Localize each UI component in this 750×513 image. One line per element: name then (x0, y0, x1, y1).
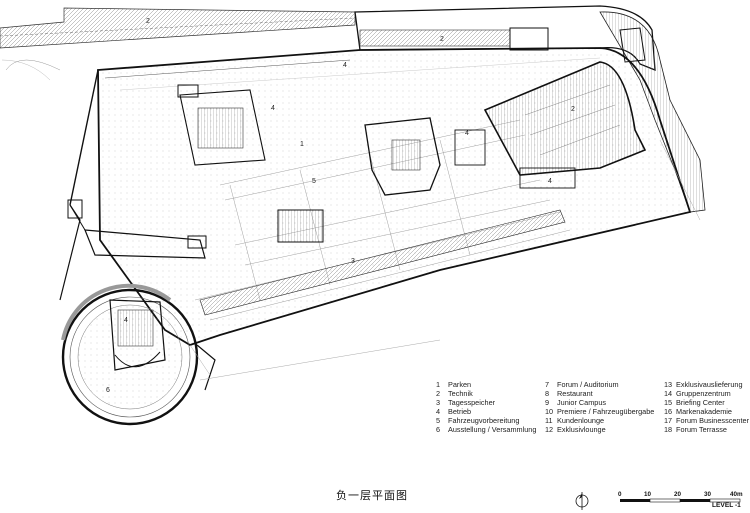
central-core (277, 117, 486, 243)
room-number: 4 (343, 62, 347, 69)
scale-tick-label: 30 (704, 491, 712, 498)
scale-tick-label: 0 (618, 491, 622, 498)
room-number: 1 (300, 141, 304, 148)
west-wedge (67, 199, 207, 259)
circular-forum (61, 283, 216, 426)
room-number: 3 (351, 258, 355, 265)
left-block (177, 84, 266, 166)
room-number: 4 (465, 130, 469, 137)
auditorium-block (483, 61, 647, 189)
room-number: 2 (571, 106, 575, 113)
room-labels: 2 2 4 4 4 2 5 4 3 4 6 1 (106, 18, 575, 394)
level-label: LEVEL -1 (712, 502, 741, 509)
room-number: 4 (548, 178, 552, 185)
room-number: 2 (146, 18, 150, 25)
north-arrow-icon (575, 492, 589, 510)
scale-tick-label: 10 (644, 491, 652, 498)
room-number: 6 (106, 387, 110, 394)
room-number: 5 (312, 178, 316, 185)
scale-bar (620, 498, 741, 503)
room-number: 4 (124, 317, 128, 324)
site-edge (189, 139, 701, 381)
scale-tick-label: 40m (730, 491, 743, 498)
room-number: 2 (440, 36, 444, 43)
scale-tick-label: 20 (674, 491, 682, 498)
lower-ramp-band (199, 209, 566, 316)
plan-title: 负一层平面图 (336, 489, 408, 502)
room-number: 4 (271, 105, 275, 112)
